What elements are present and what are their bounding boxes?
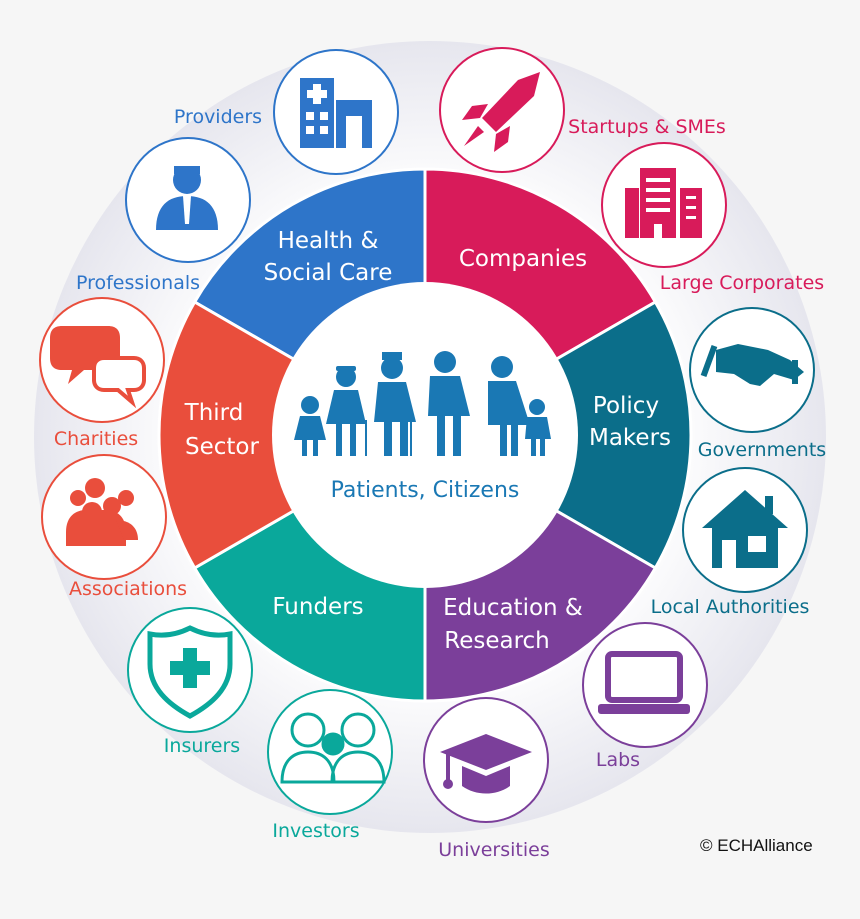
shield-cross-icon — [147, 625, 233, 719]
house-icon — [702, 490, 788, 568]
stakeholder-label: Professionals — [76, 272, 200, 294]
hospital-icon — [300, 78, 372, 148]
segment-health-label: Health &Social Care — [264, 228, 393, 286]
stakeholder-label: Universities — [438, 839, 549, 861]
speech-bubbles-icon — [50, 326, 146, 409]
stakeholder-label: Startups & SMEs — [568, 116, 726, 138]
stakeholder-label: Insurers — [164, 735, 240, 757]
center-label: Patients, Citizens — [331, 478, 520, 503]
stakeholder-label: Investors — [272, 820, 359, 842]
stakeholder-label: Large Corporates — [660, 272, 824, 294]
stakeholder-label: Associations — [69, 578, 187, 600]
stakeholder-label: Labs — [596, 749, 640, 771]
copyright-text: © ECHAlliance — [700, 836, 813, 855]
segment-ring — [157, 167, 693, 703]
doctor-icon — [156, 166, 218, 230]
segment-education-label: Education &Research — [443, 595, 583, 654]
rocket-icon — [462, 72, 540, 152]
stakeholder-circle — [582, 622, 708, 748]
investors-icon — [280, 712, 386, 784]
segment-funders-label: Funders — [272, 594, 363, 620]
stakeholder-label: Providers — [174, 106, 262, 128]
office-buildings-icon — [625, 168, 702, 238]
stakeholder-label: Charities — [54, 428, 138, 450]
group-icon — [66, 478, 138, 546]
handshake-icon — [700, 344, 804, 386]
laptop-icon — [598, 651, 690, 714]
stakeholder-label: Local Authorities — [651, 596, 810, 618]
segment-companies-label: Companies — [459, 246, 587, 272]
graduation-cap-icon — [440, 734, 532, 794]
stakeholder-label: Governments — [698, 439, 826, 461]
family-icon — [294, 351, 551, 456]
